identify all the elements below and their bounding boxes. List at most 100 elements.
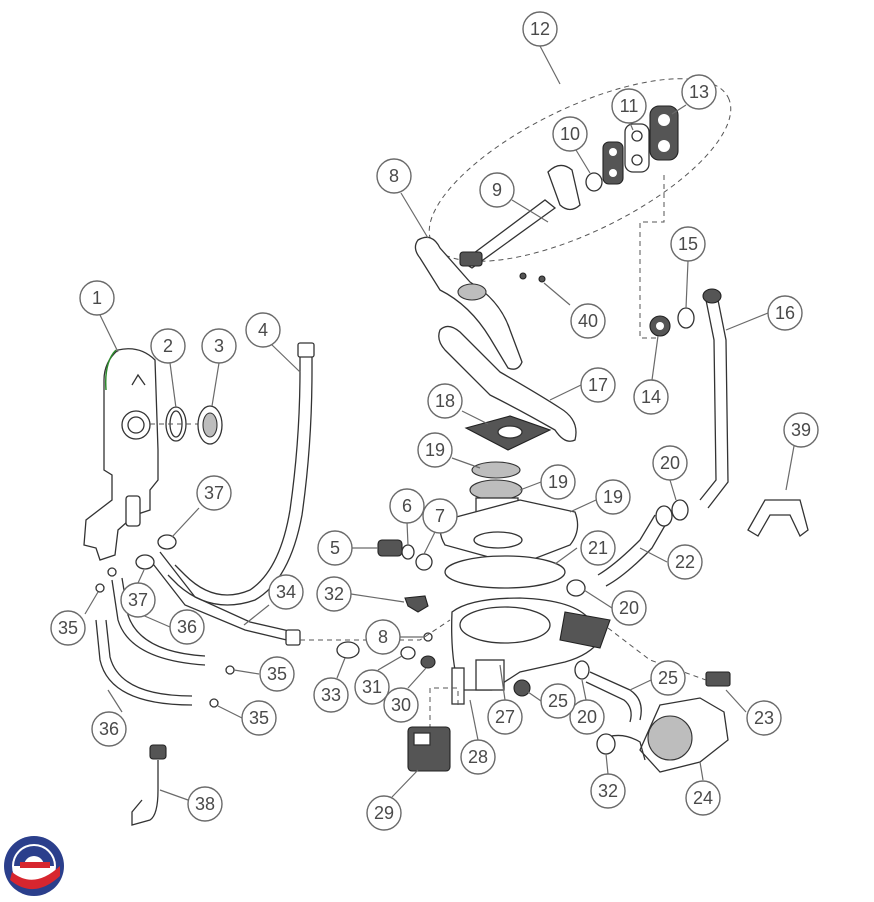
leader-24 — [699, 761, 704, 781]
callout-23: 23 — [746, 700, 782, 736]
leader-1 — [99, 314, 119, 353]
svg-text:35: 35 — [58, 618, 78, 638]
svg-text:14: 14 — [641, 387, 661, 407]
part-10-seal — [585, 172, 603, 192]
svg-text:16: 16 — [775, 303, 795, 323]
part-36-hose-lower-b — [105, 619, 193, 697]
leader-20b — [583, 589, 613, 609]
svg-text:32: 32 — [598, 781, 618, 801]
part-35-clip-d — [209, 698, 219, 708]
part-13-hole-b — [658, 140, 670, 152]
svg-text:38: 38 — [195, 794, 215, 814]
callout-2: 2 — [150, 328, 186, 364]
part-1-fitting — [125, 495, 141, 527]
parts-layer — [83, 78, 809, 826]
leader-35a — [84, 591, 99, 615]
callout-24: 24 — [685, 780, 721, 816]
part-20-ring-c — [566, 579, 586, 597]
svg-text:37: 37 — [204, 483, 224, 503]
svg-text:19: 19 — [425, 440, 445, 460]
callout-29: 29 — [366, 795, 402, 831]
leader-19b — [519, 481, 542, 491]
part-13-hole-a — [658, 114, 670, 126]
leader-37a — [171, 507, 200, 538]
part-11-plate-hole-b — [631, 154, 643, 166]
svg-text:37: 37 — [128, 590, 148, 610]
leader-20c — [581, 679, 587, 701]
callout-36a: 36 — [169, 609, 205, 645]
leader-28 — [469, 699, 479, 741]
leader-30 — [407, 667, 427, 689]
callout-32b: 32 — [590, 773, 626, 809]
svg-text:7: 7 — [435, 506, 445, 526]
leader-6 — [406, 521, 409, 546]
leader-39 — [785, 445, 795, 491]
callout-14: 14 — [633, 379, 669, 415]
part-40-screw-b — [538, 275, 546, 283]
part-36-hose-upper-a — [111, 579, 206, 666]
callout-22: 22 — [667, 544, 703, 580]
svg-text:40: 40 — [578, 311, 598, 331]
leader-38 — [159, 789, 189, 801]
part-16-tube-a — [699, 299, 717, 501]
callout-16: 16 — [767, 295, 803, 331]
svg-text:19: 19 — [603, 487, 623, 507]
part-1-mark — [131, 373, 146, 386]
svg-text:15: 15 — [678, 234, 698, 254]
dashed-23 — [607, 627, 707, 681]
callout-20a: 20 — [652, 445, 688, 481]
callout-32a: 32 — [316, 576, 352, 612]
svg-text:32: 32 — [324, 584, 344, 604]
callout-20b: 20 — [611, 590, 647, 626]
leader-lines — [84, 45, 795, 801]
callout-17: 17 — [580, 367, 616, 403]
callout-8b: 8 — [365, 619, 401, 655]
callout-38: 38 — [187, 786, 223, 822]
part-35-clip-c — [225, 665, 235, 675]
svg-text:9: 9 — [492, 180, 502, 200]
part-11-hole-b — [609, 169, 617, 177]
part-14-hole — [656, 322, 664, 330]
callout-13: 13 — [681, 74, 717, 110]
callout-39: 39 — [783, 412, 819, 448]
part-4-hose-a — [174, 345, 301, 596]
callout-15: 15 — [670, 226, 706, 262]
part-15-oring — [677, 307, 695, 329]
callout-35b: 35 — [259, 656, 295, 692]
svg-text:35: 35 — [249, 708, 269, 728]
part-27-arm — [559, 611, 611, 649]
svg-text:24: 24 — [693, 788, 713, 808]
svg-text:25: 25 — [548, 691, 568, 711]
svg-text:5: 5 — [330, 538, 340, 558]
part-37-clamp-a — [157, 534, 177, 550]
svg-text:8: 8 — [389, 166, 399, 186]
part-17-lower-arm — [438, 325, 577, 442]
part-24-pump-housing — [647, 715, 693, 761]
part-27-sump-rim — [459, 606, 551, 644]
part-1-port-inner — [127, 416, 145, 434]
svg-text:22: 22 — [675, 552, 695, 572]
callout-5: 5 — [317, 530, 353, 566]
brand-logo-icon — [4, 836, 64, 896]
svg-text:34: 34 — [276, 582, 296, 602]
svg-text:36: 36 — [177, 617, 197, 637]
callout-10: 10 — [552, 116, 588, 152]
callout-6: 6 — [389, 488, 425, 524]
callout-30: 30 — [383, 687, 419, 723]
leader-27 — [499, 664, 506, 701]
leader-13 — [671, 104, 687, 115]
part-20-ring-b — [671, 499, 689, 521]
svg-text:25: 25 — [658, 668, 678, 688]
part-4-cuff — [297, 342, 315, 358]
part-20-ring-d — [574, 660, 590, 680]
part-8-hub — [457, 283, 487, 301]
leader-29 — [391, 769, 419, 798]
callout-27: 27 — [487, 699, 523, 735]
leader-9 — [511, 199, 549, 223]
svg-text:30: 30 — [391, 695, 411, 715]
svg-text:27: 27 — [495, 707, 515, 727]
callout-19a: 19 — [417, 432, 453, 468]
leader-12 — [539, 45, 561, 85]
svg-text:23: 23 — [754, 708, 774, 728]
